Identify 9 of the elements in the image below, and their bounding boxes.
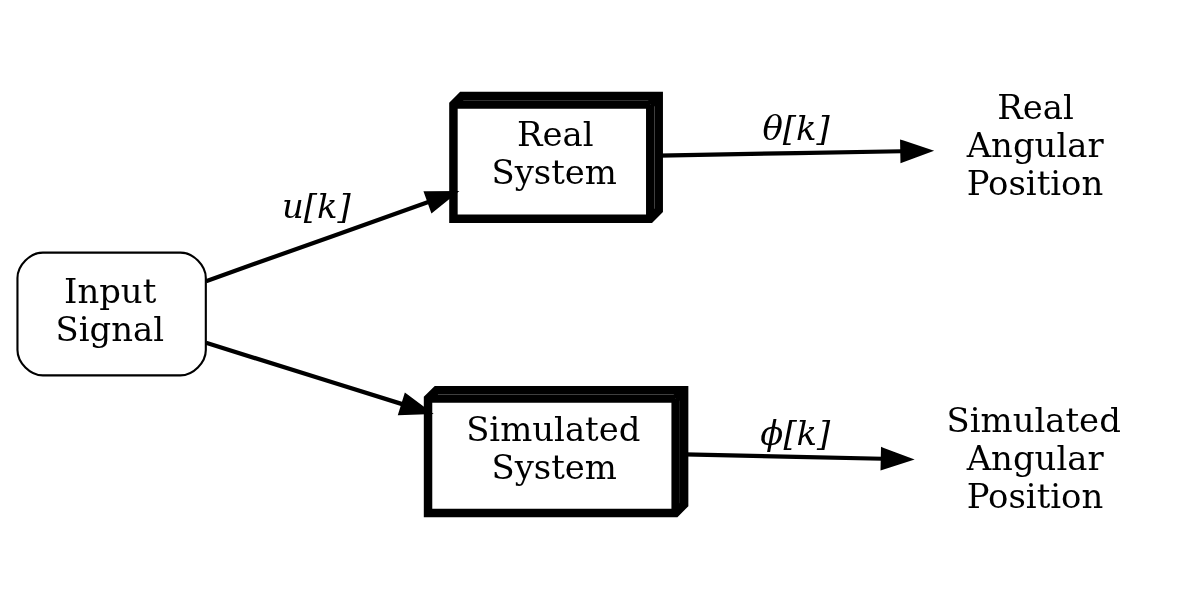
arrow — [205, 190, 460, 283]
node-box: Input Signal — [16, 251, 207, 376]
arrow — [659, 138, 935, 163]
node-text: Simulated Angular Position — [946, 400, 1121, 516]
edge-label: θ[k] — [762, 108, 830, 148]
node-text: Real Angular Position — [966, 87, 1104, 203]
arrow — [205, 340, 434, 415]
edge-label: ϕ[k] — [760, 413, 831, 453]
edge-label: u[k] — [282, 186, 351, 226]
